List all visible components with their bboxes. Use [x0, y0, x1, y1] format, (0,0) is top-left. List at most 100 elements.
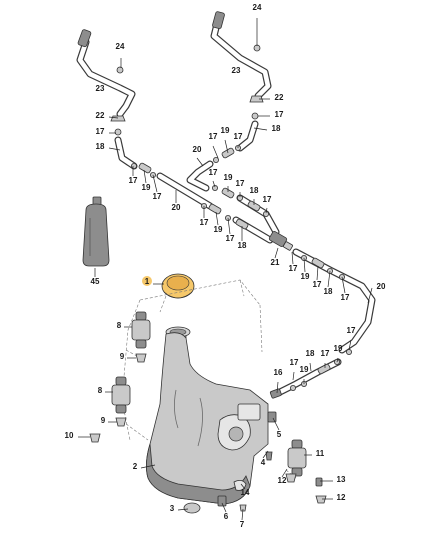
- callout-c-19a: 19: [142, 183, 151, 192]
- callout-c-17k: 17: [263, 195, 272, 204]
- washer-pump-8-upper: [131, 311, 151, 349]
- callout-c-10: 10: [65, 431, 74, 440]
- callout-c-23b: 23: [232, 66, 241, 75]
- leader-c-2: [140, 464, 156, 469]
- non-return-valve-21: [268, 231, 293, 251]
- hose-lower: [269, 358, 342, 399]
- clip-24-left: [116, 66, 124, 74]
- jet-connector-right: [212, 11, 225, 29]
- leader-c-22a: [108, 116, 119, 119]
- callout-c-13: 13: [337, 475, 346, 484]
- clamp-17-right: [251, 112, 259, 120]
- callout-c-19c: 19: [221, 126, 230, 135]
- t-piece-22-right: [249, 95, 264, 103]
- leader-c-18f: [309, 362, 312, 372]
- callout-c-17c: 17: [153, 192, 162, 201]
- leader-c-21: [274, 247, 279, 259]
- jet-connector-left: [77, 29, 92, 48]
- callout-c-20b: 20: [193, 145, 202, 154]
- leader-c-12a: [281, 468, 288, 478]
- leader-c-17n: [341, 276, 346, 294]
- nut-7: [239, 504, 247, 512]
- callout-c-19e: 19: [301, 272, 310, 281]
- callout-c-5: 5: [277, 430, 282, 439]
- part-10: [89, 433, 101, 443]
- callout-c-17j: 17: [236, 179, 245, 188]
- callout-c-18b: 18: [238, 241, 247, 250]
- callout-c-17h: 17: [234, 132, 243, 141]
- callout-c-17a: 17: [96, 127, 105, 136]
- grommet-9-upper: [135, 353, 147, 363]
- t-piece-22-left: [110, 115, 126, 122]
- leader-c-7: [241, 508, 244, 521]
- callout-c-17d: 17: [200, 218, 209, 227]
- callout-c-17q: 17: [321, 349, 330, 358]
- callout-c-17n: 17: [341, 293, 350, 302]
- reservoir-2: [146, 326, 269, 505]
- leader-c-19a: [143, 169, 147, 184]
- callout-c-1: 1: [145, 277, 150, 286]
- callout-c-18d: 18: [250, 186, 259, 195]
- leader-c-17l: [291, 251, 294, 265]
- leader-c-4: [262, 450, 269, 459]
- callout-c-19d: 19: [224, 173, 233, 182]
- callout-c-11: 11: [316, 449, 325, 458]
- hose-long-right: [292, 248, 376, 355]
- leader-c-17m: [316, 265, 319, 281]
- callout-c-17p: 17: [290, 358, 299, 367]
- callout-c-17e: 17: [226, 234, 235, 243]
- callout-c-8a: 8: [117, 321, 122, 330]
- callout-c-8b: 8: [98, 386, 103, 395]
- leader-c-18a: [108, 147, 121, 151]
- leader-c-19c: [224, 139, 229, 154]
- callout-c-17b: 17: [129, 176, 138, 185]
- callout-c-6: 6: [224, 512, 229, 521]
- grommet-12-left: [285, 473, 297, 483]
- part-3: [183, 502, 201, 514]
- leader-c-18c: [253, 127, 268, 131]
- leader-c-6: [221, 502, 227, 513]
- callout-c-19b: 19: [214, 225, 223, 234]
- leader-c-18e: [327, 270, 331, 288]
- leader-c-17g: [212, 145, 219, 159]
- part-13: [315, 477, 323, 487]
- grommet-9-lower: [115, 417, 127, 427]
- bolt-6: [217, 495, 227, 507]
- leader-c-17i: [212, 180, 216, 188]
- leader-c-16: [276, 381, 279, 394]
- callout-c-23a: 23: [96, 84, 105, 93]
- leader-c-20c: [367, 287, 373, 304]
- callout-c-17o: 17: [347, 326, 356, 335]
- callout-c-18f: 18: [306, 349, 315, 358]
- washer-pump-8-lower: [111, 376, 131, 414]
- leader-c-17c: [152, 174, 158, 193]
- leader-c-17o: [348, 339, 352, 351]
- callout-c-22b: 22: [275, 93, 284, 102]
- callout-c-3: 3: [170, 504, 175, 513]
- leader-c-17p: [292, 371, 295, 381]
- part-14: [233, 480, 247, 491]
- leader-c-14: [240, 483, 246, 490]
- washer-pump-11: [287, 439, 307, 477]
- hose-right-upper: [210, 11, 272, 100]
- callout-highlight-c-1: [142, 276, 152, 286]
- filler-cap-1: [161, 273, 195, 299]
- leader-c-3: [177, 508, 189, 511]
- callout-c-20c: 20: [377, 282, 386, 291]
- callout-c-4: 4: [261, 458, 266, 467]
- callout-c-24a: 24: [116, 42, 125, 51]
- fluid-bottle-45: [82, 196, 110, 267]
- callout-c-12b: 12: [337, 493, 346, 502]
- callout-c-2: 2: [133, 462, 138, 471]
- callout-c-17g: 17: [209, 132, 218, 141]
- callout-c-19g: 19: [334, 344, 343, 353]
- leader-c-5: [272, 417, 280, 431]
- callout-c-19f: 19: [300, 365, 309, 374]
- callout-c-24b: 24: [253, 3, 262, 12]
- callout-c-12a: 12: [278, 476, 287, 485]
- callout-c-22a: 22: [96, 111, 105, 120]
- leader-lines: [78, 18, 373, 521]
- callout-c-17l: 17: [289, 264, 298, 273]
